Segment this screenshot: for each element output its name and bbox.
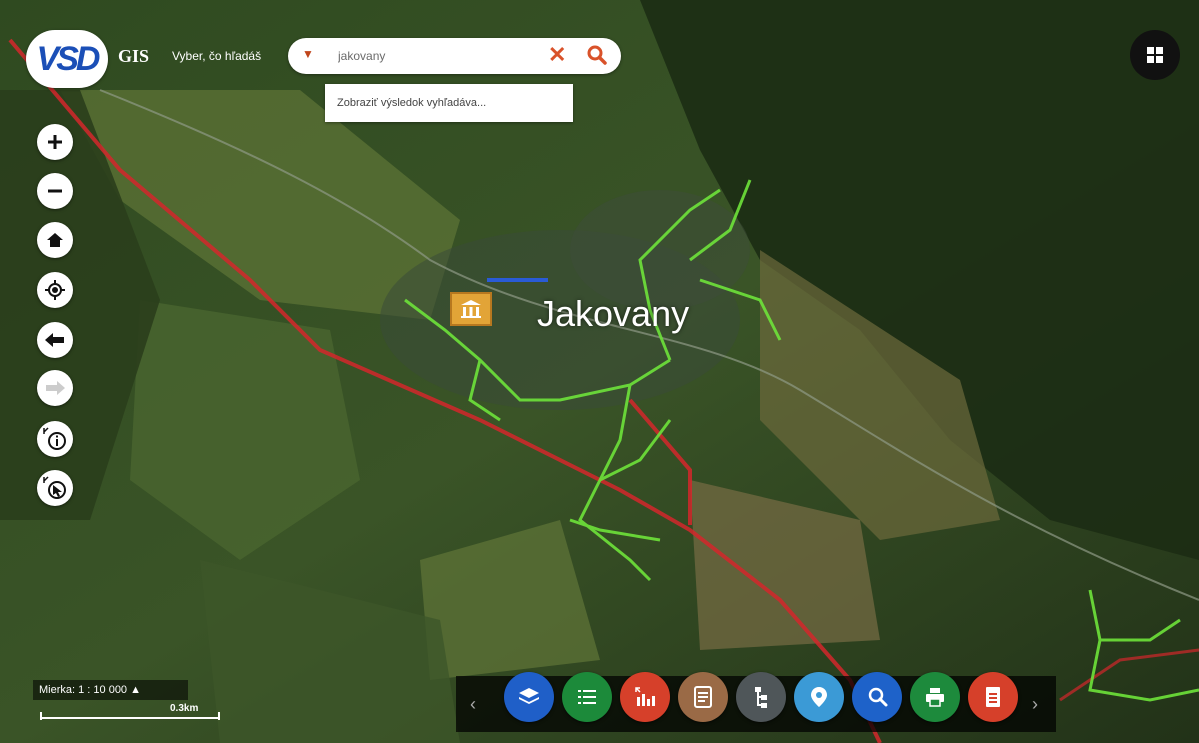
legend-button[interactable] <box>562 672 612 722</box>
location-icon <box>811 687 827 707</box>
app-title: GIS <box>118 46 150 66</box>
apps-grid-button[interactable] <box>1130 30 1180 80</box>
app-subtitle: Vyber, čo hľadáš <box>172 49 262 63</box>
app-logo[interactable]: VSD <box>26 30 108 88</box>
search-icon[interactable] <box>586 44 608 71</box>
location-button[interactable] <box>794 672 844 722</box>
search-suggestion[interactable]: Zobraziť výsledok vyhľadáva... <box>325 84 573 122</box>
print-button[interactable] <box>910 672 960 722</box>
arrow-left-icon <box>45 333 64 347</box>
dropdown-arrow-icon[interactable]: ▼ <box>302 47 314 61</box>
layers-icon <box>519 688 539 704</box>
top-bar: VSD GIS Vyber, čo hľadáš ▼ ✕ <box>20 30 621 88</box>
arrow-right-icon <box>46 381 65 395</box>
scale-selector[interactable]: Mierka: 1 : 10 000 ▲ <box>33 680 188 700</box>
export-button[interactable] <box>968 672 1018 722</box>
export-icon <box>986 687 1000 707</box>
measure-button[interactable] <box>620 672 670 722</box>
logo-text: VSD <box>36 39 101 78</box>
select-button[interactable] <box>37 470 73 506</box>
forward-button[interactable] <box>37 370 73 406</box>
target-icon <box>45 280 65 300</box>
poi-building-marker[interactable] <box>450 292 492 326</box>
magnify-icon <box>868 687 888 707</box>
plus-icon <box>48 135 62 149</box>
tree-icon <box>755 687 767 708</box>
home-button[interactable] <box>37 222 73 258</box>
minus-icon <box>48 189 62 193</box>
bottom-toolbar: ‹ › <box>456 672 1056 732</box>
close-icon[interactable]: ✕ <box>548 42 567 67</box>
identify-button[interactable] <box>37 421 73 457</box>
structure-button[interactable] <box>736 672 786 722</box>
zoom-in-button[interactable] <box>37 124 73 160</box>
search-input[interactable] <box>336 44 540 68</box>
scale-bar-value: 0.3km <box>170 703 199 714</box>
list-icon <box>578 690 596 704</box>
scale-label: Mierka: 1 : 10 000 <box>39 684 128 696</box>
measure-icon <box>635 687 655 706</box>
document-icon <box>694 686 712 708</box>
zoom-out-button[interactable] <box>37 173 73 209</box>
chevron-left-icon[interactable]: ‹ <box>470 694 476 714</box>
chevron-up-icon: ▲ <box>130 684 142 696</box>
info-icon <box>43 427 66 450</box>
chevron-right-icon[interactable]: › <box>1032 694 1038 714</box>
search-map-button[interactable] <box>852 672 902 722</box>
place-label: Jakovany <box>537 293 690 334</box>
home-icon <box>47 233 63 247</box>
search-box: ▼ ✕ <box>288 38 621 74</box>
print-icon <box>926 688 944 707</box>
scale-bar <box>40 712 220 720</box>
layers-button[interactable] <box>504 672 554 722</box>
building-icon <box>461 300 481 318</box>
cursor-icon <box>43 476 66 499</box>
back-button[interactable] <box>37 322 73 358</box>
report-button[interactable] <box>678 672 728 722</box>
locate-button[interactable] <box>37 272 73 308</box>
